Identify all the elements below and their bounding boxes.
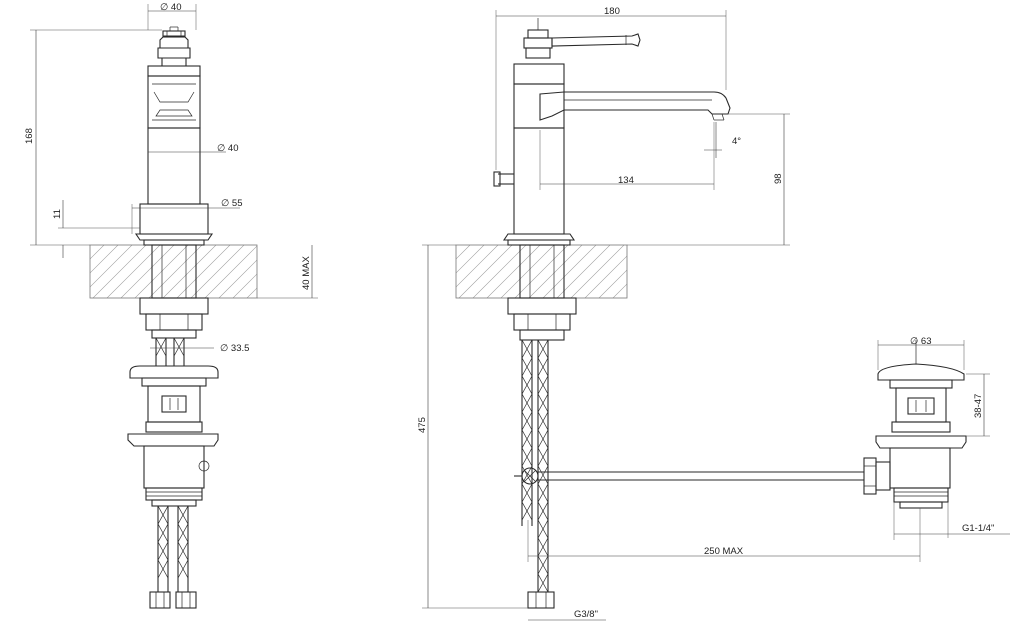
label-height-168: 168	[24, 128, 35, 144]
label-reach-134: 134	[618, 175, 634, 186]
hose-nuts-front	[149, 591, 197, 609]
faucet-body-side	[493, 63, 576, 246]
label-height-11: 11	[52, 209, 63, 219]
label-height-475: 475	[417, 417, 428, 433]
label-diameter-55: ∅ 55	[221, 198, 242, 209]
popup-drain-front	[127, 365, 219, 507]
label-angle-4: 4°	[732, 136, 741, 147]
label-diameter-40-body: ∅ 40	[217, 143, 238, 154]
label-diameter-40-top: ∅ 40	[160, 2, 181, 13]
label-diameter-63: ∅ 63	[910, 336, 931, 347]
label-diameter-33-5: ∅ 33.5	[220, 343, 249, 354]
dimensions-front: ∅ 40 168 ∅ 40 ∅ 55 11 40 MAX ∅ 33.5	[24, 2, 318, 354]
dimensions-side: 180 4° 134 98 475 ∅ 63	[417, 6, 1010, 621]
popup-drain-side	[863, 340, 967, 509]
handle-knob	[157, 26, 191, 67]
side-view: 180 4° 134 98 475 ∅ 63	[417, 6, 1010, 621]
drain-rod-connector	[514, 467, 864, 485]
shank-side	[507, 244, 577, 341]
flexible-hoses-front	[155, 337, 189, 592]
countertop-section-left	[89, 244, 258, 299]
flexible-hoses-side	[521, 339, 549, 593]
label-width-180: 180	[604, 6, 620, 17]
label-thread-g3-8: G3/8"	[574, 609, 598, 620]
spout	[539, 91, 731, 121]
hose-nut-side	[527, 591, 555, 609]
label-thread-g1-1-4: G1-1/4"	[962, 523, 994, 534]
label-range-38-47: 38-47	[973, 394, 984, 418]
front-view: ∅ 40 168 ∅ 40 ∅ 55 11 40 MAX ∅ 33.5	[24, 2, 318, 609]
countertop-section-right	[455, 244, 628, 299]
label-250-max: 250 MAX	[704, 546, 744, 557]
faucet-body-front	[134, 65, 214, 246]
lever-handle	[523, 18, 641, 59]
label-40-max: 40 MAX	[301, 256, 312, 290]
label-height-98: 98	[773, 173, 784, 184]
